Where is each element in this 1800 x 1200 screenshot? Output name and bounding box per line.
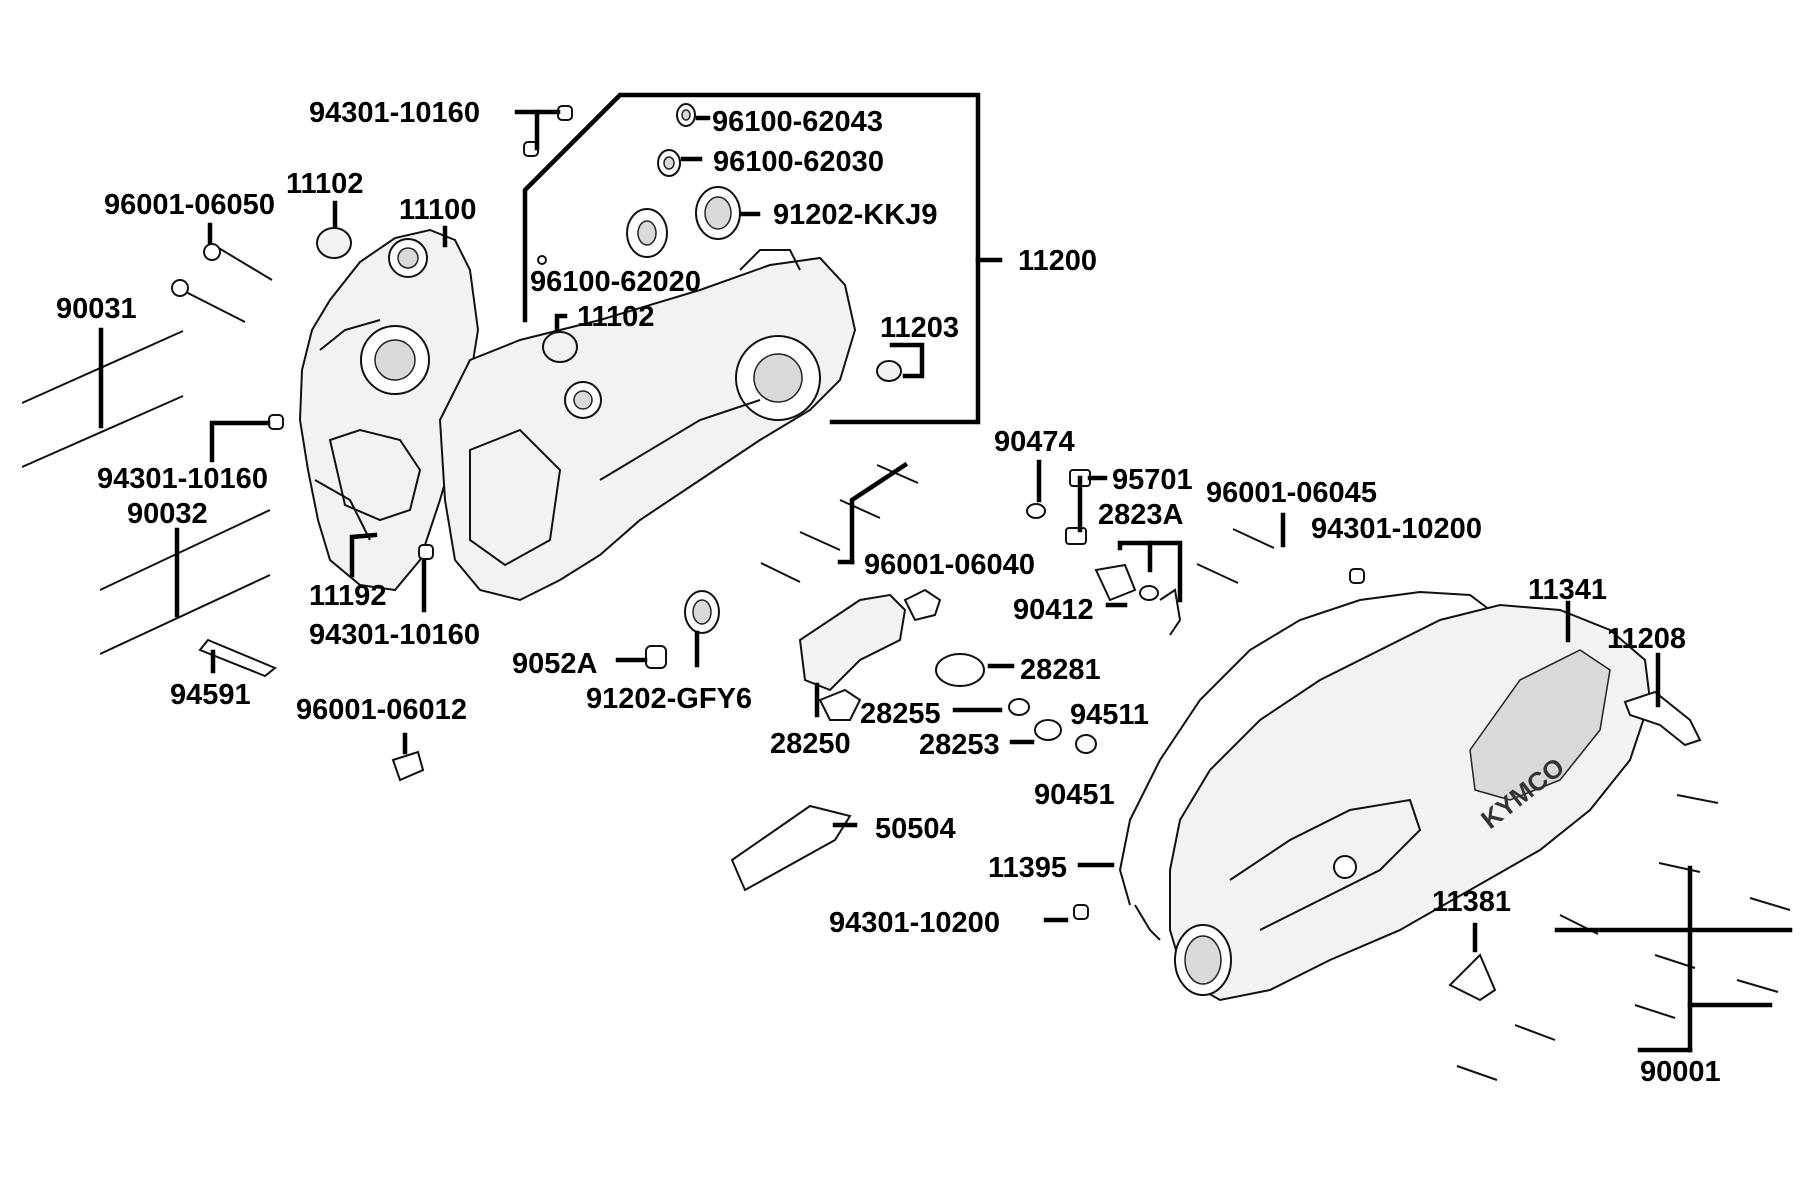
left-crankcase-drawing <box>298 228 480 592</box>
label-11100: 11100 <box>399 194 476 226</box>
sensor-parts-drawing <box>1026 469 1365 636</box>
label-11192: 11192 <box>309 580 386 612</box>
label-96001-06012: 96001-06012 <box>296 694 467 726</box>
leader-lines <box>98 92 1793 1053</box>
label-11102-b: 11102 <box>577 301 654 333</box>
right-cover-drawing: KYMCO <box>1169 603 1652 1002</box>
label-9052a: 9052A <box>512 648 598 680</box>
label-50504: 50504 <box>875 813 956 845</box>
label-11203: 11203 <box>880 312 959 344</box>
label-96100-62043: 96100-62043 <box>712 106 883 138</box>
label-90474: 90474 <box>994 426 1075 458</box>
label-2823a: 2823A <box>1098 499 1184 531</box>
label-96001-06050: 96001-06050 <box>104 189 275 221</box>
label-91202-gfy6: 91202-GFY6 <box>586 683 752 715</box>
label-11200: 11200 <box>1018 245 1097 277</box>
label-90451: 90451 <box>1034 779 1115 811</box>
label-94301-10160-mid: 94301-10160 <box>97 463 268 495</box>
brackets-drawing <box>1448 690 1702 1002</box>
label-95701: 95701 <box>1112 464 1193 496</box>
label-28250: 28250 <box>770 728 851 760</box>
label-91202-kkj9: 91202-KKJ9 <box>773 199 937 231</box>
label-90001: 90001 <box>1640 1056 1721 1088</box>
kickstart-drawing <box>730 588 1097 892</box>
part-labels: 94301-10160 96100-62043 96100-62030 9120… <box>56 97 1721 1088</box>
label-90412: 90412 <box>1013 594 1094 626</box>
label-94301-10160-top: 94301-10160 <box>309 97 480 129</box>
label-96100-62030: 96100-62030 <box>713 146 884 178</box>
label-94301-10200-b: 94301-10200 <box>829 907 1000 939</box>
bearings-drawing <box>268 103 902 560</box>
label-96100-62020: 96100-62020 <box>530 266 701 298</box>
label-90031: 90031 <box>56 293 137 325</box>
gasket-drawing <box>1118 590 1491 941</box>
label-28253: 28253 <box>919 729 1000 761</box>
label-11341: 11341 <box>1528 574 1607 606</box>
label-96001-06045: 96001-06045 <box>1206 477 1377 509</box>
label-28255: 28255 <box>860 698 941 730</box>
middle-bolts-drawing <box>760 464 1275 584</box>
label-11395: 11395 <box>988 852 1067 884</box>
label-94591: 94591 <box>170 679 251 711</box>
label-90032: 90032 <box>127 498 208 530</box>
label-11381: 11381 <box>1432 886 1511 918</box>
label-96001-06040: 96001-06040 <box>864 549 1035 581</box>
label-11208: 11208 <box>1607 623 1686 655</box>
label-94511: 94511 <box>1070 699 1149 731</box>
label-11102-a: 11102 <box>286 168 363 200</box>
label-28281: 28281 <box>1020 654 1101 686</box>
label-94301-10160-low: 94301-10160 <box>309 619 480 651</box>
label-94301-10200-a: 94301-10200 <box>1311 513 1482 545</box>
